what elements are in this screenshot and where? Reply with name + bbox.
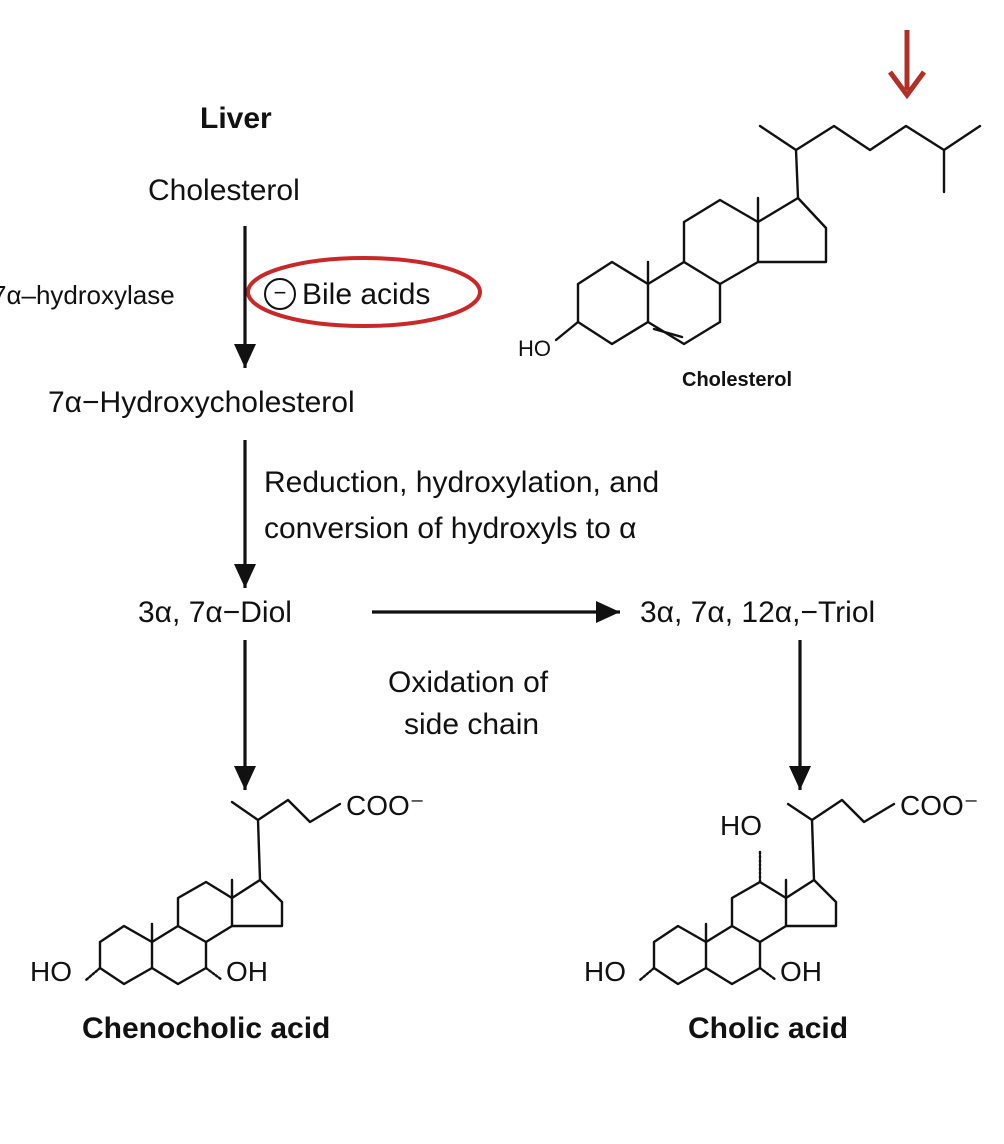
inhibitor-sign: − — [264, 278, 296, 310]
chenocholic-structure — [84, 798, 342, 986]
cholesterol-structure — [554, 124, 982, 346]
pointer-arrow — [887, 30, 927, 100]
cholesterol-label: Cholesterol — [148, 174, 300, 207]
liver-heading: Liver — [200, 102, 272, 135]
hydroxycholesterol-label: 7α−Hydroxycholesterol — [48, 386, 355, 419]
cholic-coo: COO⁻ — [900, 790, 979, 821]
cholesterol-ho: HO — [518, 336, 551, 361]
step2-text-line1: Reduction, hydroxylation, and — [264, 466, 660, 499]
triol-label: 3α, 7α, 12α,−Triol — [640, 596, 876, 629]
step2-text-line2: conversion of hydroxyls to α — [264, 512, 637, 545]
cheno-coo: COO⁻ — [346, 790, 425, 821]
cholic-ho: HO — [584, 956, 626, 987]
cholic-oh: OH — [780, 956, 822, 987]
cheno-oh: OH — [226, 956, 268, 987]
bile-acids-highlight — [246, 256, 482, 328]
bile-acids-label: Bile acids — [302, 278, 431, 311]
cholic-caption: Cholic acid — [688, 1012, 849, 1045]
diol-label: 3α, 7α−Diol — [138, 596, 292, 629]
oxidation-text-line1: Oxidation of — [388, 666, 549, 699]
cholic-ho-top: HO — [720, 810, 762, 841]
enzyme-label: 7α–hydroxylase — [0, 280, 175, 310]
chenocholic-caption: Chenocholic acid — [82, 1012, 331, 1045]
cholic-structure — [638, 798, 896, 986]
cheno-ho: HO — [30, 956, 72, 987]
oxidation-text-line2: side chain — [404, 708, 540, 741]
cholesterol-structure-caption: Cholesterol — [682, 369, 793, 391]
